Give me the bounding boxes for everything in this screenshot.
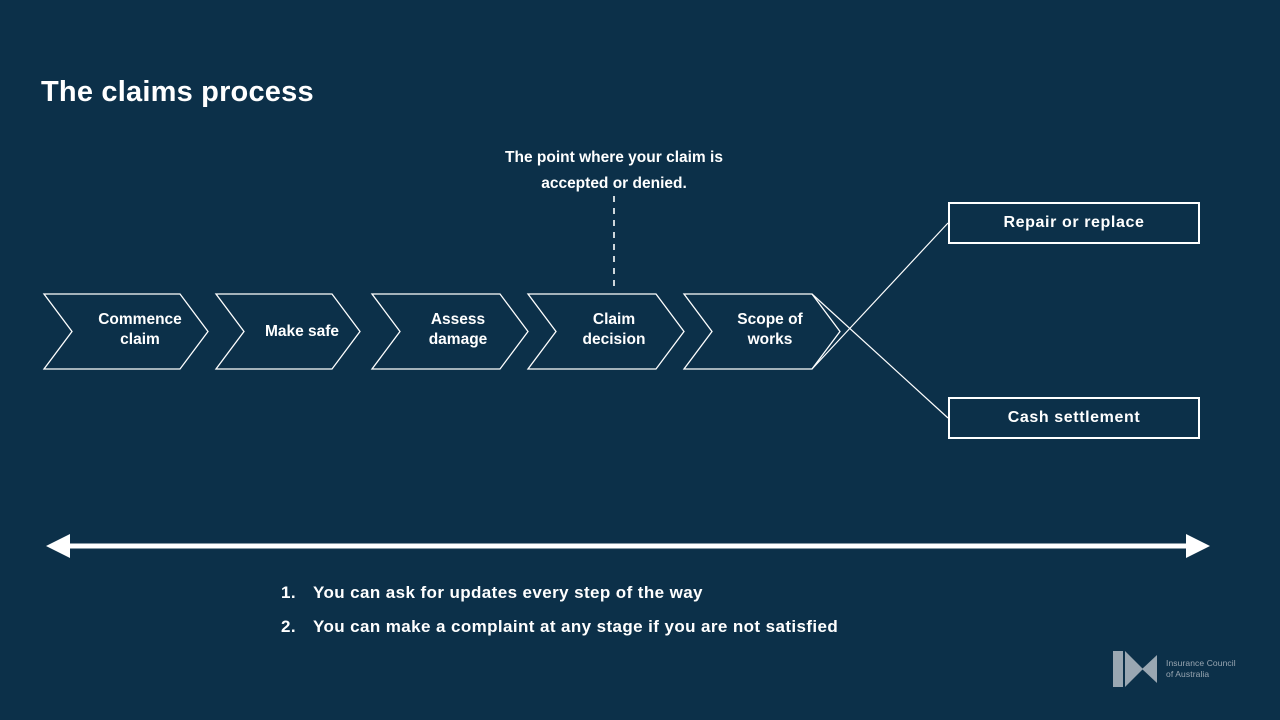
outcome-box-repair-or-replace[interactable]: Repair or replace bbox=[948, 202, 1200, 244]
branch-line-to-repair bbox=[811, 222, 949, 370]
brand-logo-line-2: of Australia bbox=[1166, 669, 1210, 679]
chevron-assess-damage[interactable] bbox=[370, 293, 529, 370]
timeline-arrow-head-left bbox=[46, 534, 70, 558]
note-text: You can ask for updates every step of th… bbox=[313, 583, 703, 602]
notes-list: 1. You can ask for updates every step of… bbox=[281, 583, 1181, 651]
callout-line-1: The point where your claim is bbox=[505, 149, 723, 166]
page-title: The claims process bbox=[41, 76, 314, 108]
outcome-box-cash-settlement[interactable]: Cash settlement bbox=[948, 397, 1200, 439]
note-number: 1. bbox=[281, 583, 296, 602]
callout-annotation: The point where your claim is accepted o… bbox=[464, 145, 764, 197]
chevron-make-safe[interactable] bbox=[214, 293, 361, 370]
timeline-double-arrow bbox=[46, 534, 1210, 558]
chevron-commence-claim[interactable] bbox=[42, 293, 209, 370]
callout-line-2: accepted or denied. bbox=[541, 175, 687, 192]
list-item: 1. You can ask for updates every step of… bbox=[281, 583, 1181, 603]
note-number: 2. bbox=[281, 617, 296, 636]
insurance-council-of-australia-logo-icon bbox=[1113, 651, 1157, 687]
branch-line-to-cash-settlement bbox=[811, 293, 949, 419]
brand-logo: Insurance Council of Australia bbox=[1113, 651, 1236, 687]
note-text: You can make a complaint at any stage if… bbox=[313, 617, 839, 636]
brand-logo-line-1: Insurance Council bbox=[1166, 658, 1236, 668]
chevron-claim-decision[interactable] bbox=[526, 293, 685, 370]
list-item: 2. You can make a complaint at any stage… bbox=[281, 617, 1181, 637]
chevron-scope-of-works[interactable] bbox=[682, 293, 841, 370]
brand-logo-text: Insurance Council of Australia bbox=[1166, 658, 1236, 680]
timeline-arrow-head-right bbox=[1186, 534, 1210, 558]
